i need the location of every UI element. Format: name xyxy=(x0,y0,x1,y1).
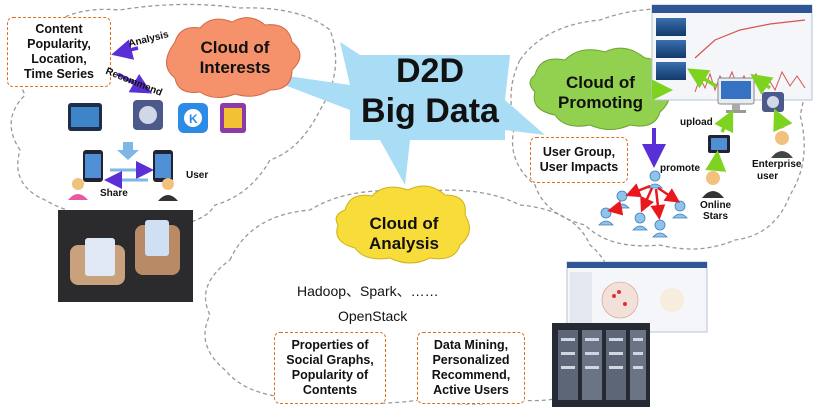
spread-arrow-1 xyxy=(625,183,651,198)
cloud-analysis-title-2: Analysis xyxy=(369,234,439,253)
promote-label: promote xyxy=(660,163,700,174)
promoted-users xyxy=(598,170,688,238)
cloud-promoting-title-1: Cloud of xyxy=(566,73,635,92)
social-graphs-box: Properties of Social Graphs, Popularity … xyxy=(274,332,386,404)
online-stars-label-2: Stars xyxy=(703,211,729,222)
spread-arrow-3 xyxy=(657,186,681,203)
spread-arrow-5 xyxy=(607,200,624,216)
share-person-icon xyxy=(72,178,84,190)
data-mining-box: Data Mining, Personalized Recommend, Act… xyxy=(417,332,525,404)
spread-arrow-4 xyxy=(650,188,666,220)
user-group-box: User Group, User Impacts xyxy=(530,137,628,183)
enterprise-label-2: user xyxy=(757,171,779,182)
enterprise-label-1: Enterprise xyxy=(752,159,802,170)
user-person-icon xyxy=(162,178,174,190)
recommend-arrow xyxy=(117,72,153,94)
spread-arrow-2 xyxy=(640,187,654,213)
cloud-promoting-title-2: Promoting xyxy=(558,93,643,112)
cloud-interests-title-2: Interests xyxy=(199,58,271,77)
openstack-label: OpenStack xyxy=(338,308,408,324)
down-transfer-arrow xyxy=(117,142,139,160)
upload-arrow-5 xyxy=(705,150,727,172)
cloud-interests-shape xyxy=(166,17,301,98)
outline-cloud-left xyxy=(10,3,337,227)
online-stars-label-1: Online xyxy=(700,200,732,211)
big-data-callout xyxy=(245,42,545,185)
content-popularity-box: Content Popularity, Location, Time Serie… xyxy=(7,17,111,87)
user-label: User xyxy=(186,170,209,181)
upload-arrow-4 xyxy=(714,109,734,134)
upload-arrow-3 xyxy=(773,108,793,133)
cloud-analysis-shape xyxy=(335,185,470,264)
center-title-line2: Big Data xyxy=(361,92,499,130)
center-title-line1: D2D xyxy=(395,52,465,90)
enterprise-user-icon xyxy=(775,131,789,145)
app-icons-row: K xyxy=(68,100,246,133)
svg-text:K: K xyxy=(189,112,198,126)
outline-cloud-right xyxy=(510,8,805,250)
upload-label: upload xyxy=(680,117,713,128)
cloud-analysis-title-1: Cloud of xyxy=(369,214,439,233)
cloud-interests-title-1: Cloud of xyxy=(200,38,270,57)
online-star-icon xyxy=(706,171,720,185)
tools-label: Hadoop、Spark、…… xyxy=(297,283,439,299)
upload-arrow-2 xyxy=(750,73,774,95)
analysis-arrow xyxy=(111,39,139,60)
cloud-promoting-shape xyxy=(529,47,670,130)
share-label: Share xyxy=(100,188,128,199)
upload-arrow-1 xyxy=(687,68,717,89)
